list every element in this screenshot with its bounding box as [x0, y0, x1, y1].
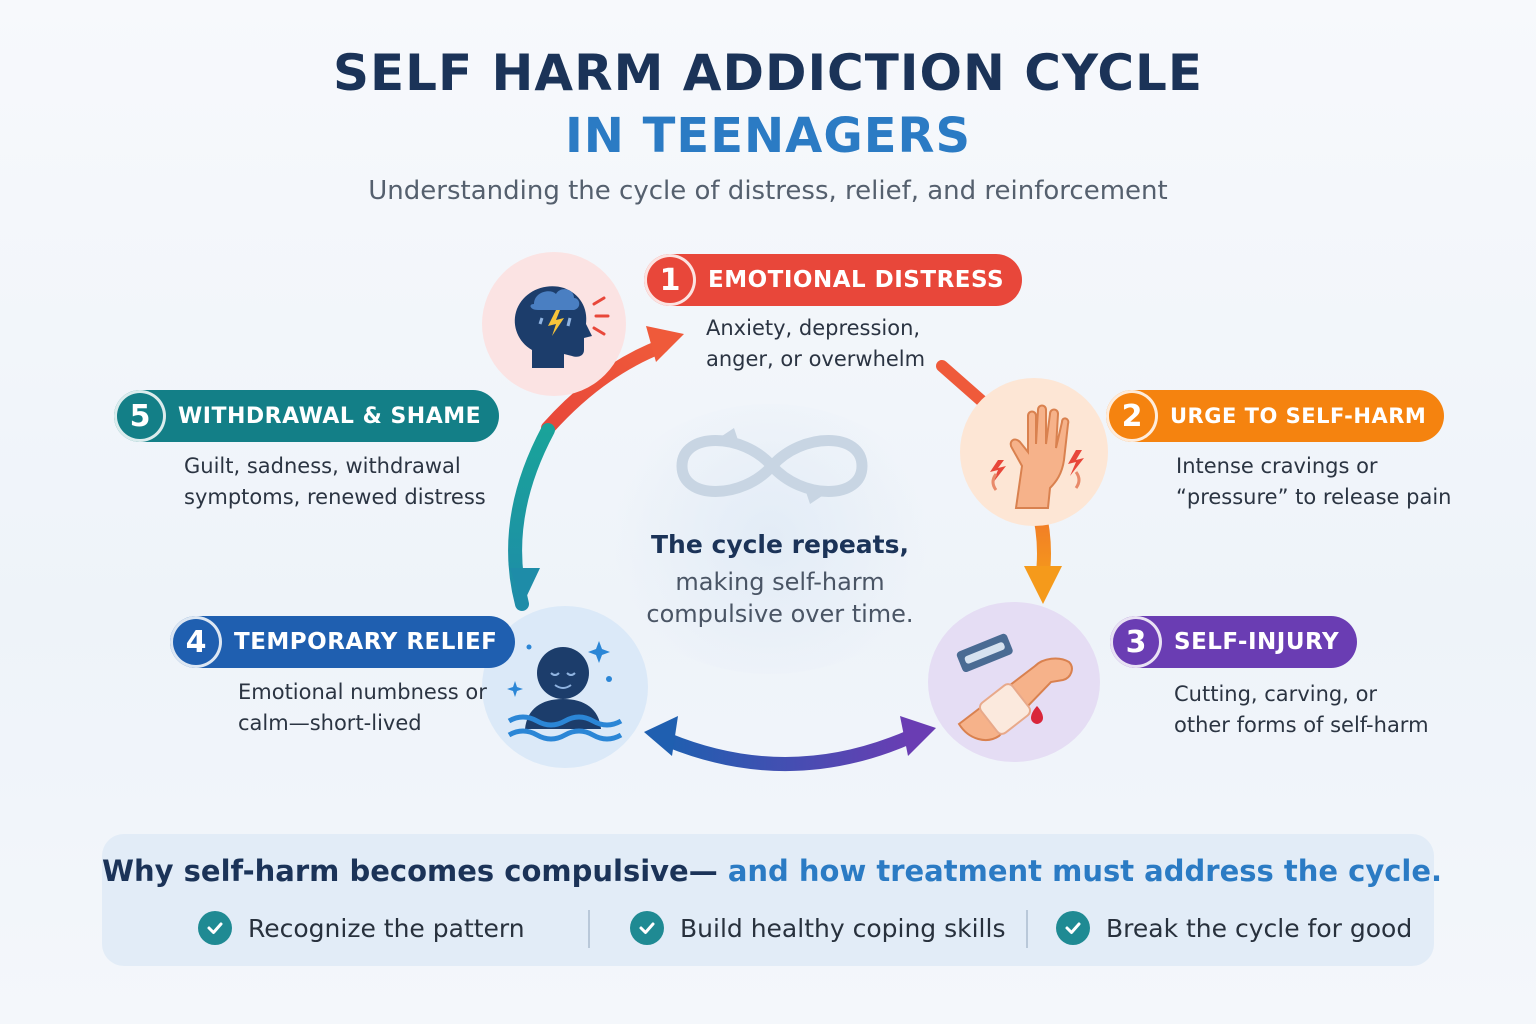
check-item-2: Build healthy coping skills	[630, 908, 1005, 948]
calm-person-water-icon	[482, 606, 648, 768]
step-desc-1-line1: Anxiety, depression,	[706, 316, 921, 340]
step-pill-3: 3 SELF-INJURY	[1110, 616, 1358, 668]
check-item-label-1: Recognize the pattern	[248, 913, 525, 943]
step-desc-1-line2: anger, or overwhelm	[706, 347, 926, 371]
arrow-head-to-distress	[646, 326, 684, 362]
step-desc-2-line1: Intense cravings or	[1176, 454, 1378, 478]
bandaged-arm-icon	[928, 602, 1100, 762]
center-line2: making self-harm	[675, 568, 885, 596]
step-pill-5: 5 WITHDRAWAL & SHAME	[114, 390, 500, 442]
check-circle-icon	[630, 911, 664, 945]
treatment-heading-part1: Why self-harm becomes compulsive—	[102, 854, 718, 888]
divider	[588, 910, 590, 948]
step-desc-4-line2: calm—short-lived	[238, 711, 422, 735]
step-desc-3: Cutting, carving, or other forms of self…	[1174, 679, 1429, 741]
step-number-5: 5	[114, 390, 166, 442]
infinity-icon	[676, 428, 868, 504]
step-desc-5-line2: symptoms, renewed distress	[184, 485, 486, 509]
arrow-injury-to-relief	[661, 729, 919, 772]
step-desc-2-line2: “pressure” to release pain	[1176, 485, 1452, 509]
step-desc-1: Anxiety, depression, anger, or overwhelm	[706, 313, 925, 375]
arrow-head-at-injury	[900, 716, 936, 756]
step-number-1: 1	[644, 254, 696, 306]
treatment-panel	[102, 834, 1434, 966]
shaking-hand-icon	[960, 378, 1108, 526]
step-desc-3-line2: other forms of self-harm	[1174, 713, 1429, 737]
arrow-withdrawal-to-distress	[541, 339, 669, 435]
step-label-4: TEMPORARY RELIEF	[234, 629, 498, 655]
step-desc-5-line1: Guilt, sadness, withdrawal	[184, 454, 461, 478]
step-label-1: EMOTIONAL DISTRESS	[708, 267, 1005, 293]
page-title-line2: IN TEENAGERS	[564, 108, 972, 164]
check-item-1: Recognize the pattern	[198, 908, 525, 948]
step-number-4: 4	[170, 616, 222, 668]
step-desc-4: Emotional numbness or calm—short-lived	[238, 677, 487, 739]
arrow-head-down-teal	[510, 568, 540, 604]
arrow-head-to-injury	[1024, 566, 1062, 604]
step-desc-3-line1: Cutting, carving, or	[1174, 682, 1378, 706]
center-line1: The cycle repeats,	[650, 530, 909, 559]
step-label-2: URGE TO SELF-HARM	[1170, 404, 1427, 428]
arrow-head-to-relief	[644, 716, 678, 756]
center-line3: compulsive over time.	[646, 600, 914, 628]
step-desc-4-line1: Emotional numbness or	[238, 680, 487, 704]
page-title: SELF HARM ADDICTION CYCLE	[332, 44, 1204, 102]
check-item-3: Break the cycle for good	[1056, 908, 1412, 948]
stressed-head-icon	[482, 252, 626, 396]
step-label-3: SELF-INJURY	[1174, 629, 1340, 655]
step-pill-4: 4 TEMPORARY RELIEF	[170, 616, 516, 668]
step-number-3: 3	[1110, 616, 1162, 668]
step-number-2: 2	[1106, 390, 1158, 442]
step-desc-5: Guilt, sadness, withdrawal symptoms, ren…	[184, 451, 486, 513]
treatment-heading-part2: and how treatment must address the cycle…	[717, 854, 1443, 888]
check-circle-icon	[198, 911, 232, 945]
check-item-label-2: Build healthy coping skills	[680, 913, 1006, 943]
check-circle-icon	[1056, 911, 1090, 945]
step-pill-1: 1 EMOTIONAL DISTRESS	[644, 254, 1023, 306]
center-disc	[600, 404, 940, 674]
check-item-label-3: Break the cycle for good	[1106, 913, 1413, 943]
step-label-5: WITHDRAWAL & SHAME	[178, 403, 482, 429]
step-pill-2: 2 URGE TO SELF-HARM	[1106, 390, 1445, 442]
divider	[1026, 910, 1028, 948]
step-desc-2: Intense cravings or “pressure” to releas…	[1176, 451, 1452, 513]
page-subtitle: Understanding the cycle of distress, rel…	[368, 176, 1168, 206]
treatment-heading: Why self-harm becomes compulsive— and ho…	[102, 854, 1442, 888]
